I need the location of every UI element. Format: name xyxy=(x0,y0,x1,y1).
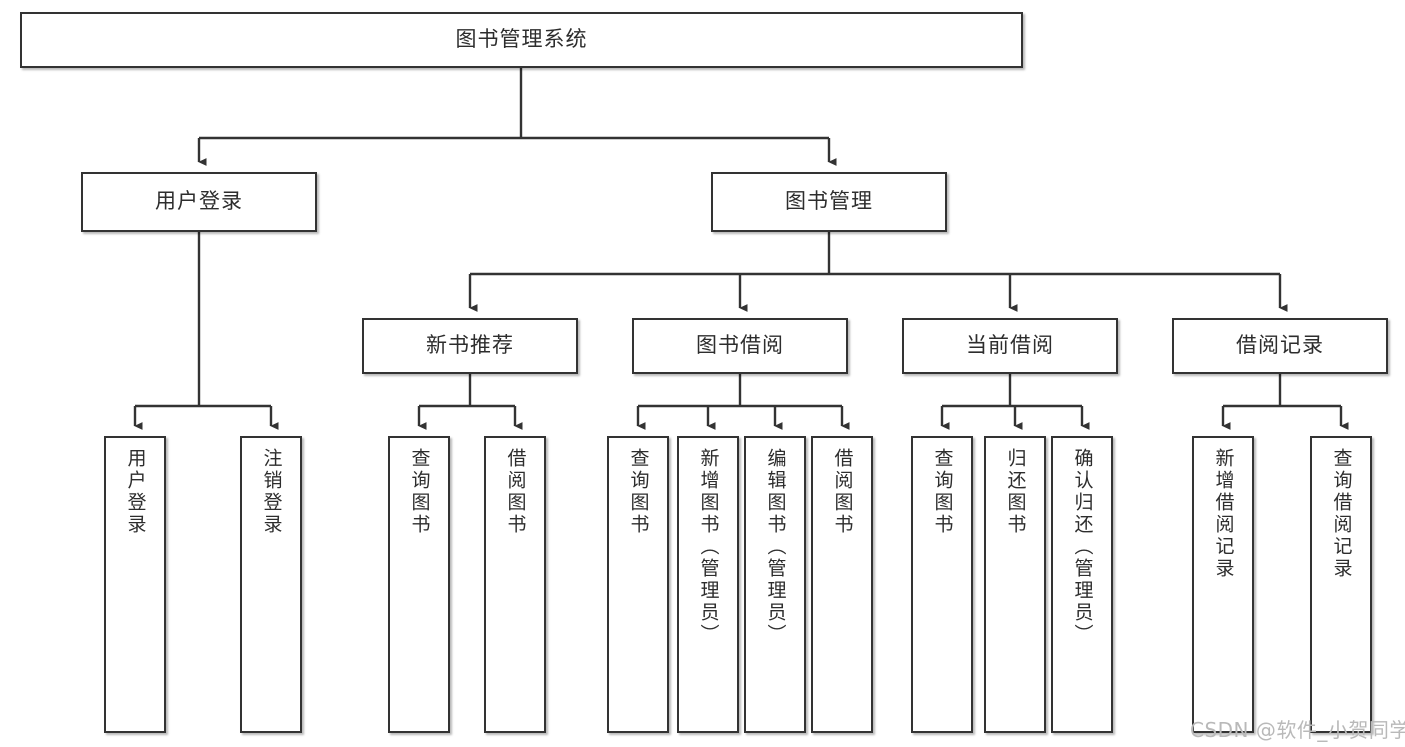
node-leaf-query-book-3[interactable]: 查询图书 xyxy=(911,436,973,733)
node-leaf-borrow-book-1-label: 借阅图书 xyxy=(504,448,527,536)
node-leaf-borrow-book-2[interactable]: 借阅图书 xyxy=(811,436,873,733)
node-root-label: 图书管理系统 xyxy=(455,27,588,52)
node-borrow-record[interactable]: 借阅记录 xyxy=(1172,318,1388,374)
node-leaf-add-record[interactable]: 新增借阅记录 xyxy=(1192,436,1254,733)
node-leaf-user-logout-label: 注销登录 xyxy=(260,448,283,536)
node-leaf-query-book-1[interactable]: 查询图书 xyxy=(388,436,450,733)
node-leaf-borrow-book-1[interactable]: 借阅图书 xyxy=(484,436,546,733)
node-leaf-confirm-return-label: 确认归还（管理员） xyxy=(1071,448,1094,646)
node-new-book-rec-label: 新书推荐 xyxy=(426,333,514,358)
node-leaf-query-book-3-label: 查询图书 xyxy=(931,448,954,536)
node-leaf-return-book-label: 归还图书 xyxy=(1004,448,1027,536)
node-book-manage-label: 图书管理 xyxy=(785,189,873,214)
node-leaf-confirm-return[interactable]: 确认归还（管理员） xyxy=(1051,436,1113,733)
node-user-login-label: 用户登录 xyxy=(155,189,243,214)
node-book-borrow-label: 图书借阅 xyxy=(696,333,784,358)
node-user-login[interactable]: 用户登录 xyxy=(81,172,317,232)
node-leaf-query-record[interactable]: 查询借阅记录 xyxy=(1310,436,1372,733)
node-book-borrow[interactable]: 图书借阅 xyxy=(632,318,848,374)
node-root[interactable]: 图书管理系统 xyxy=(20,12,1023,68)
node-leaf-query-record-label: 查询借阅记录 xyxy=(1330,448,1353,580)
node-current-borrow[interactable]: 当前借阅 xyxy=(902,318,1118,374)
node-leaf-query-book-2-label: 查询图书 xyxy=(627,448,650,536)
node-leaf-user-login[interactable]: 用户登录 xyxy=(104,436,166,733)
node-leaf-user-logout[interactable]: 注销登录 xyxy=(240,436,302,733)
node-leaf-borrow-book-2-label: 借阅图书 xyxy=(831,448,854,536)
node-new-book-rec[interactable]: 新书推荐 xyxy=(362,318,578,374)
node-leaf-edit-book-label: 编辑图书（管理员） xyxy=(764,448,787,646)
node-leaf-add-record-label: 新增借阅记录 xyxy=(1212,448,1235,580)
node-leaf-user-login-label: 用户登录 xyxy=(124,448,147,536)
node-leaf-edit-book[interactable]: 编辑图书（管理员） xyxy=(744,436,806,733)
node-leaf-add-book[interactable]: 新增图书（管理员） xyxy=(677,436,739,733)
node-leaf-return-book[interactable]: 归还图书 xyxy=(984,436,1046,733)
csdn-watermark: CSDN @软件_小贺同学 xyxy=(1190,718,1405,742)
node-leaf-add-book-label: 新增图书（管理员） xyxy=(697,448,720,646)
node-current-borrow-label: 当前借阅 xyxy=(966,333,1054,358)
node-book-manage[interactable]: 图书管理 xyxy=(711,172,947,232)
node-borrow-record-label: 借阅记录 xyxy=(1236,333,1324,358)
node-leaf-query-book-1-label: 查询图书 xyxy=(408,448,431,536)
node-leaf-query-book-2[interactable]: 查询图书 xyxy=(607,436,669,733)
